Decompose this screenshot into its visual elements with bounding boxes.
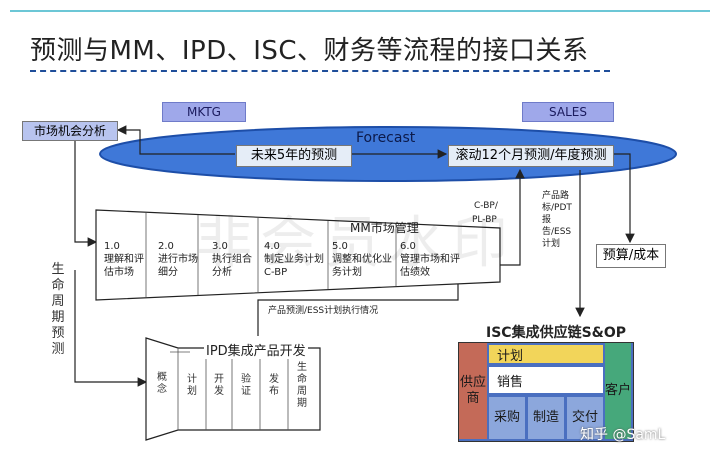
mm-step-4: 4.0 制定业务计划C-BP [264, 240, 326, 279]
ipd-stage-plan: 计划 [187, 374, 197, 397]
ipd-stage-concept: 概念 [157, 372, 167, 395]
isc-plan: 计划 [489, 345, 603, 364]
five-year-forecast-box: 未来5年的预测 [236, 145, 352, 167]
ipd-stage-lifecycle: 生命周期 [297, 362, 307, 409]
isc-delivery: 交付 [567, 397, 603, 439]
arrow-ipd-to-mm [257, 282, 459, 336]
arrow-forecast-to-market [116, 125, 235, 155]
market-opportunity-box: 市场机会分析 [22, 121, 118, 141]
ipd-stage-develop: 开发 [214, 374, 224, 397]
mm-step-1-text: 理解和评估市场 [104, 254, 144, 278]
ipd-stage-release: 发布 [269, 374, 279, 397]
mm-step-3-text: 执行组合分析 [212, 254, 252, 278]
watermark: 非会员水印 [196, 211, 516, 276]
lifecycle-forecast-label: 生命周期预测 [51, 262, 65, 357]
cbp-label: C-BP/ [474, 201, 498, 211]
isc-purchase: 采购 [489, 397, 525, 439]
mm-step-6: 6.0 管理市场和评估绩效 [400, 240, 464, 279]
mm-step-2: 2.0 进行市场细分 [158, 240, 198, 279]
rolling-forecast-box: 滚动12个月预测/年度预测 [448, 145, 614, 167]
mktg-tag: MKTG [162, 102, 246, 122]
product-forecast-note: 产品预测/ESS计划执行情况 [268, 306, 379, 316]
arrow-lifecycle-to-ipd [74, 270, 148, 387]
isc-sales: 销售 [489, 367, 603, 393]
isc-customer: 客户 [605, 343, 631, 439]
product-outputs-label: 产品路标/PDT报告/ESS计划 [542, 191, 572, 249]
arrow-mm-to-forecast [500, 168, 525, 266]
mm-step-4-text: 制定业务计划C-BP [264, 254, 324, 278]
mm-step-4-num: 4.0 [264, 241, 280, 252]
title-underline [30, 70, 610, 72]
mm-step-3: 3.0 执行组合分析 [212, 240, 254, 279]
isc-title: ISC集成供应链S&OP [486, 325, 627, 341]
arrow-market-to-mm [74, 140, 98, 247]
mm-step-2-num: 2.0 [158, 241, 174, 252]
mm-funnel [95, 209, 501, 301]
forecast-label: Forecast [356, 130, 416, 146]
budget-cost-box: 预算/成本 [596, 244, 666, 268]
mm-step-5-text: 调整和优化业务计划 [332, 254, 392, 278]
credit-label: 知乎 @SamL [580, 427, 666, 443]
header-top-line [10, 10, 710, 12]
ipd-title: IPD集成产品开发 [204, 340, 308, 359]
mm-step-5: 5.0 调整和优化业务计划 [332, 240, 394, 279]
mm-step-1: 1.0 理解和评估市场 [104, 240, 144, 279]
sales-tag: SALES [522, 102, 614, 122]
mm-step-3-num: 3.0 [212, 241, 228, 252]
page-title: 预测与MM、IPD、ISC、财务等流程的接口关系 [30, 36, 589, 66]
ipd-stage-verify: 验证 [241, 374, 251, 397]
mm-step-5-num: 5.0 [332, 241, 348, 252]
mm-step-1-num: 1.0 [104, 241, 120, 252]
isc-supplier: 供应商 [459, 343, 487, 439]
arrow-rolling-to-budget [612, 153, 635, 244]
mm-step-6-num: 6.0 [400, 241, 416, 252]
isc-manufacture: 制造 [528, 397, 564, 439]
mm-step-6-text: 管理市场和评估绩效 [400, 254, 460, 278]
mm-title: MM市场管理 [350, 221, 419, 235]
plbp-label: PL-BP [472, 215, 497, 225]
mm-step-2-text: 进行市场细分 [158, 254, 198, 278]
